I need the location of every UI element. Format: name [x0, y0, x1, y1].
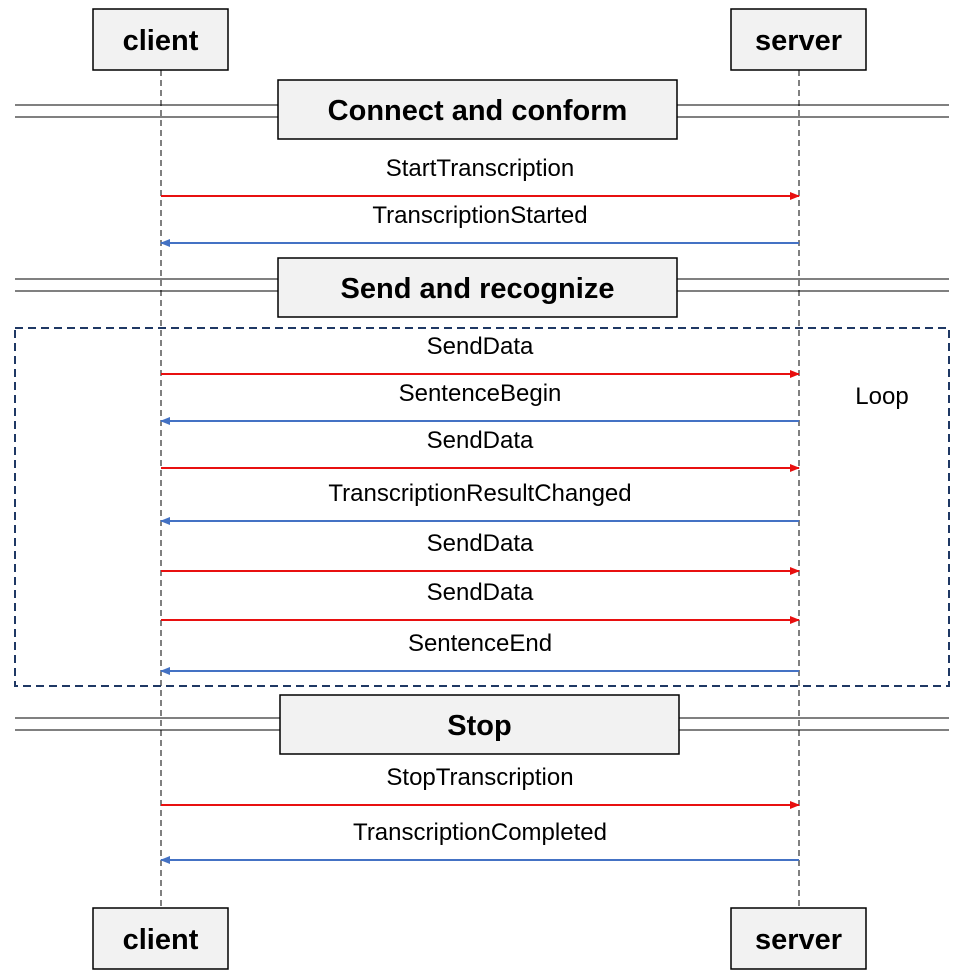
participant-label: client: [123, 25, 199, 57]
section-send: Send and recognize: [15, 257, 949, 318]
messages: StartTranscriptionTranscriptionStartedSe…: [160, 155, 800, 864]
participant-label: client: [123, 924, 199, 956]
section-connect: Connect and conform: [15, 79, 949, 140]
section-label: Stop: [447, 710, 511, 742]
message-label: SentenceEnd: [408, 630, 552, 657]
message-label: SendData: [427, 427, 534, 454]
loop-frame: [14, 327, 950, 687]
participant-label: server: [755, 25, 842, 57]
message-label: StartTranscription: [386, 155, 575, 182]
message-label: SentenceBegin: [399, 380, 562, 407]
participant-server-top: server: [730, 8, 867, 71]
section-stop: Stop: [15, 694, 949, 755]
participant-client-bottom: client: [92, 907, 229, 970]
participant-label: server: [755, 924, 842, 956]
message-label: StopTranscription: [386, 764, 573, 791]
message-label: TranscriptionCompleted: [353, 819, 607, 846]
loop-label: Loop: [855, 383, 908, 410]
message-label: SendData: [427, 333, 534, 360]
section-label: Connect and conform: [328, 95, 628, 127]
participant-server-bottom: server: [730, 907, 867, 970]
section-label: Send and recognize: [341, 273, 615, 305]
message-label: SendData: [427, 579, 534, 606]
message-label: TranscriptionResultChanged: [328, 480, 631, 507]
message-label: TranscriptionStarted: [372, 202, 587, 229]
message-label: SendData: [427, 530, 534, 557]
participant-client-top: client: [92, 8, 229, 71]
